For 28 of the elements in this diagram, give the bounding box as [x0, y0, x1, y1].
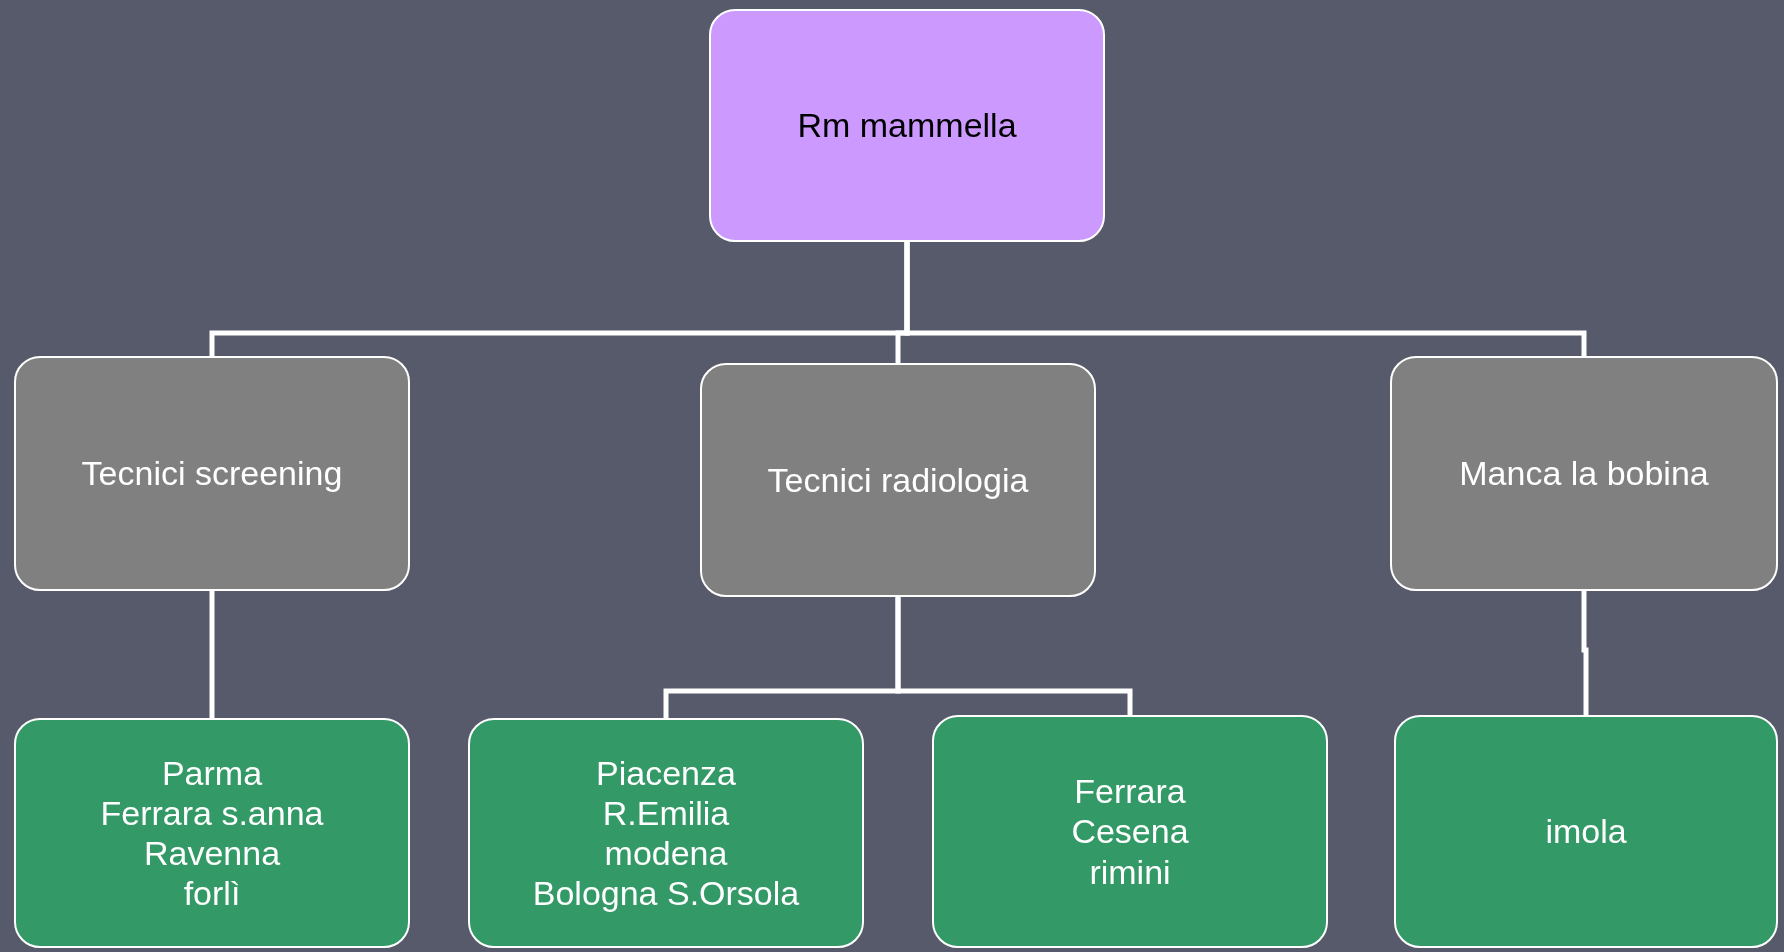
box-label: Ferrara s.anna: [100, 792, 324, 833]
connector-line: [895, 597, 1133, 715]
process-box: [14, 718, 410, 948]
box-label: R.Emilia: [602, 792, 730, 833]
process-box: [1394, 715, 1778, 948]
box-label: imola: [1545, 811, 1627, 852]
box-label: modena: [604, 833, 728, 874]
connector-line: [1581, 591, 1589, 715]
process-box: [700, 363, 1096, 597]
box-label: Piacenza: [596, 752, 736, 793]
process-box: [709, 9, 1105, 242]
box-label: Tecnici screening: [81, 453, 343, 494]
box-label: Bologna S.Orsola: [532, 873, 800, 914]
box-label: Parma: [161, 752, 263, 793]
box-label: rimini: [1089, 851, 1171, 892]
process-box: [932, 715, 1328, 948]
connector-line: [209, 591, 215, 718]
box-label: Cesena: [1071, 811, 1189, 852]
box-label: Tecnici radiologia: [767, 459, 1029, 501]
process-box: [468, 718, 864, 948]
box-label: Rm mammella: [797, 105, 1017, 146]
process-box: [14, 356, 410, 591]
box-label: forlì: [183, 873, 241, 914]
box-label: Manca la bobina: [1459, 453, 1709, 494]
box-label: Ferrara: [1074, 771, 1186, 812]
connector-line: [904, 242, 1587, 356]
process-box: [1390, 356, 1778, 591]
box-label: Ravenna: [143, 833, 281, 874]
